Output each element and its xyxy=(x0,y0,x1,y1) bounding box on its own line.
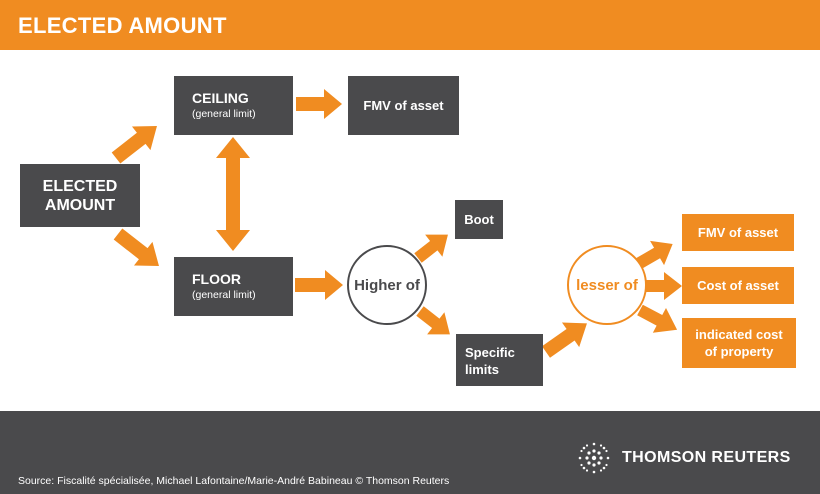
node-fmv-top: FMV of asset xyxy=(348,76,459,135)
node-boot-label: Boot xyxy=(464,212,494,227)
brand-name: THOMSON REUTERS xyxy=(622,449,791,466)
node-elected-amount: ELECTED AMOUNT xyxy=(20,164,140,227)
arrow-higher-to-specific xyxy=(416,306,450,335)
node-fmv-right: FMV of asset xyxy=(682,214,794,251)
arrow-lesser-to-cost xyxy=(644,272,682,300)
node-indicated-line2: of property xyxy=(704,344,774,359)
node-floor: FLOOR (general limit) xyxy=(174,257,293,316)
arrow-elected-to-floor xyxy=(113,228,159,267)
node-indicated-cost: indicated cost of property xyxy=(682,318,796,368)
node-boot: Boot xyxy=(455,200,503,239)
page-title: ELECTED AMOUNT xyxy=(18,13,227,38)
arrow-specific-to-lesser xyxy=(541,322,587,358)
node-lesser-of-label: lesser of xyxy=(576,276,638,294)
node-elected-line2: AMOUNT xyxy=(44,196,116,214)
node-elected-line1: ELECTED xyxy=(42,177,118,195)
node-floor-title: FLOOR xyxy=(192,271,241,287)
arrow-ceiling-floor-double xyxy=(216,137,250,251)
node-specific-limits: Specific limits xyxy=(456,334,543,386)
node-floor-subtitle: (general limit) xyxy=(192,289,256,301)
footer-bar xyxy=(0,411,820,494)
node-indicated-line1: indicated cost xyxy=(695,327,783,342)
arrow-floor-to-higher xyxy=(295,270,343,300)
node-lesser-of: lesser of xyxy=(567,245,647,325)
arrow-higher-to-boot xyxy=(414,234,448,263)
node-cost-of-asset: Cost of asset xyxy=(682,267,794,304)
arrow-lesser-to-indicated xyxy=(637,304,678,333)
arrow-lesser-to-fmv xyxy=(635,240,673,270)
node-ceiling-subtitle: (general limit) xyxy=(192,108,256,120)
source-citation: Source: Fiscalité spécialisée, Michael L… xyxy=(18,475,450,487)
arrow-elected-to-ceiling xyxy=(111,125,157,164)
node-specific-line1: Specific xyxy=(465,345,515,360)
thomson-reuters-logo-icon xyxy=(578,442,610,474)
node-specific-line2: limits xyxy=(465,362,499,377)
arrows-layer xyxy=(111,89,682,358)
node-cost-label: Cost of asset xyxy=(697,278,779,293)
header-bar: ELECTED AMOUNT xyxy=(0,0,820,50)
arrow-ceiling-to-fmv xyxy=(296,89,342,119)
node-higher-of: Higher of xyxy=(347,245,427,325)
node-higher-of-label: Higher of xyxy=(354,276,420,294)
node-ceiling-title: CEILING xyxy=(192,90,249,106)
node-fmv-right-label: FMV of asset xyxy=(697,225,779,240)
node-fmv-top-label: FMV of asset xyxy=(363,98,444,113)
node-ceiling: CEILING (general limit) xyxy=(174,76,293,135)
